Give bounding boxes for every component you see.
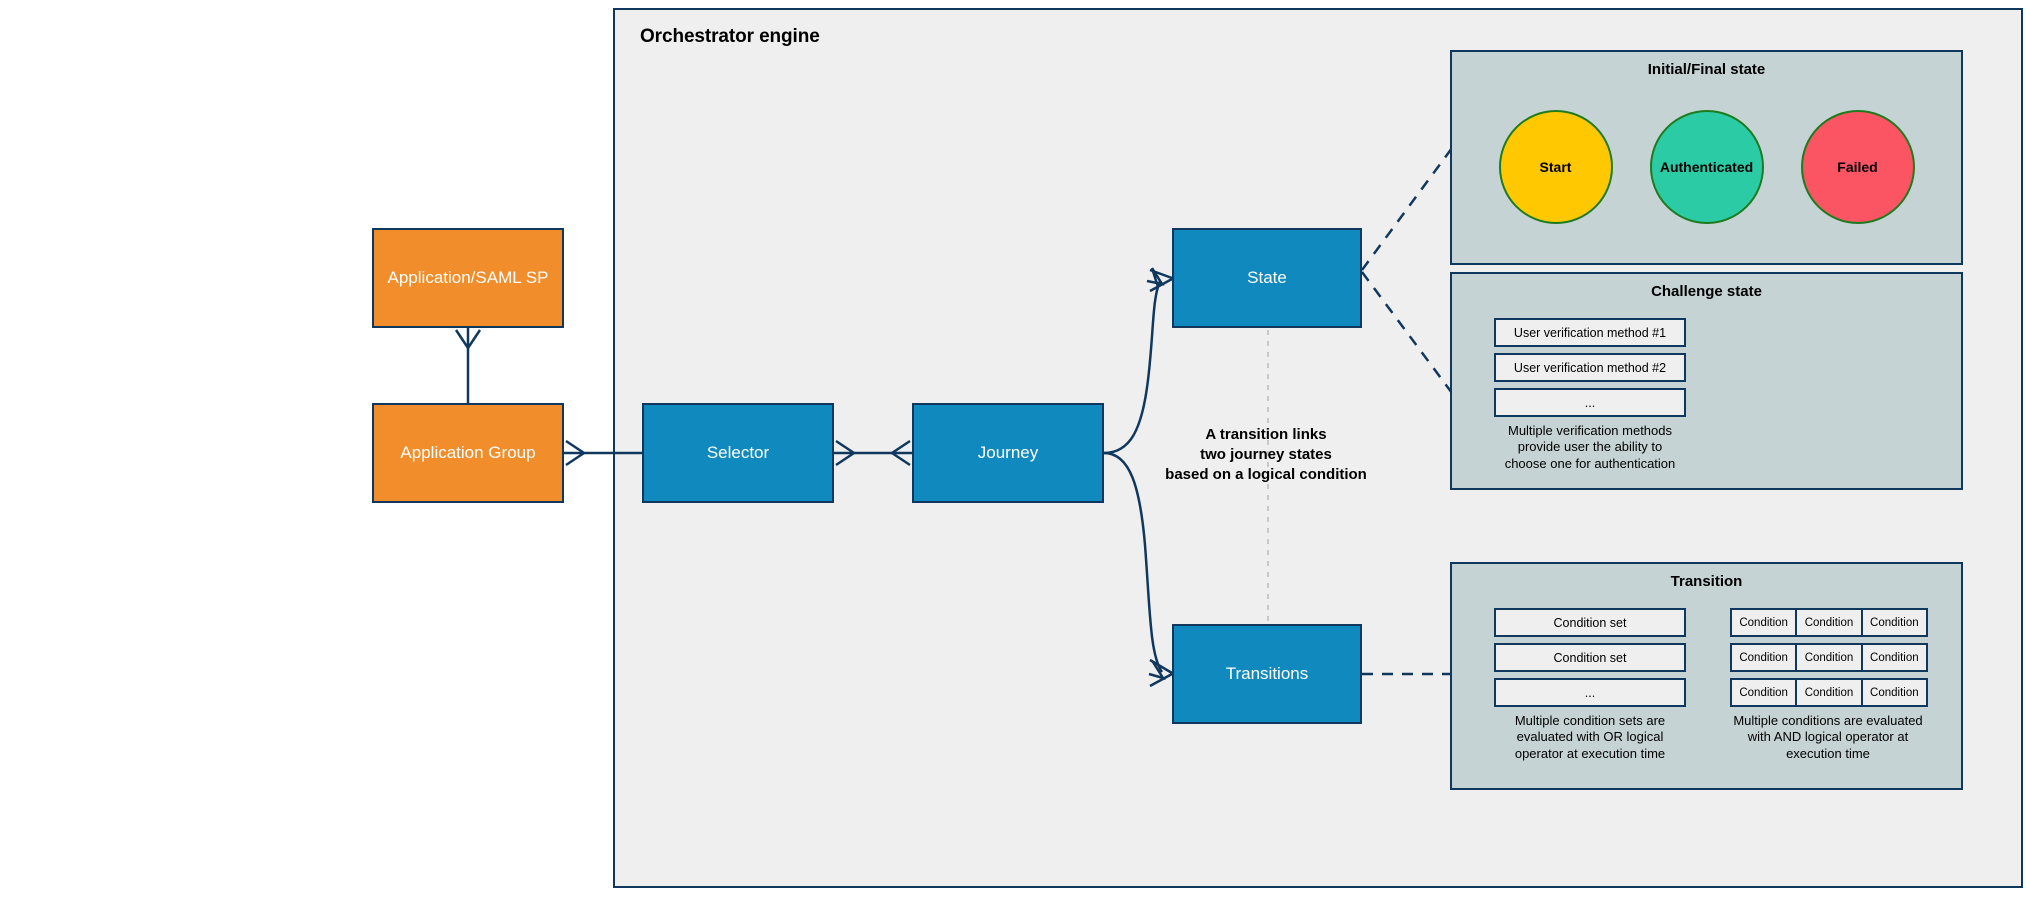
condition-grid: Condition Condition Condition Condition … (1730, 608, 1928, 762)
panel-challenge-state: Challenge state User verification method… (1450, 272, 1963, 490)
state-circle-failed[interactable]: Failed (1800, 110, 1915, 224)
entity-label: Transitions (1225, 664, 1309, 683)
caption-line-3: operator at execution time (1514, 745, 1666, 761)
condition-cell[interactable]: Condition (1860, 643, 1928, 672)
condition-set-item-ellipsis[interactable]: ... (1494, 678, 1686, 707)
condition-set-item[interactable]: Condition set (1494, 608, 1686, 637)
entity-journey[interactable]: Journey (912, 403, 1104, 503)
entity-application-group[interactable]: Application Group (372, 403, 564, 503)
transition-note-line-2: two journey states (1200, 445, 1332, 463)
caption-line-1: Multiple condition sets are (1514, 713, 1666, 728)
state-circle-label: Authenticated (1659, 159, 1754, 175)
condition-set-label: Condition set (1553, 650, 1627, 665)
condition-set-label: ... (1584, 685, 1596, 700)
transition-note-line-3: based on a logical condition (1165, 465, 1367, 483)
condition-cell[interactable]: Condition (1730, 608, 1798, 637)
condition-cell[interactable]: Condition (1730, 643, 1798, 672)
condition-cell[interactable]: Condition (1860, 678, 1928, 707)
verification-method-label: User verification method #1 (1513, 325, 1667, 340)
caption-line-3: choose one for authentication (1504, 455, 1676, 471)
condition-cell[interactable]: Condition (1795, 608, 1863, 637)
state-circle-label: Start (1539, 159, 1572, 175)
panel-title: Initial/Final state (1647, 61, 1766, 78)
transition-note: A transition links two journey states ba… (1136, 425, 1396, 485)
state-circle-start[interactable]: Start (1498, 110, 1613, 224)
entity-label: Application/SAML SP (387, 268, 549, 287)
caption-line-1: Multiple verification methods (1507, 423, 1673, 438)
panel-transition: Transition Condition set Condition set .… (1450, 562, 1963, 790)
entity-state[interactable]: State (1172, 228, 1362, 328)
transition-note-line-1: A transition links (1205, 426, 1327, 443)
condition-label: Condition (1739, 686, 1788, 699)
connector-appsaml-appgroup (454, 328, 482, 403)
caption-line-2: provide user the ability to (1517, 439, 1663, 455)
condition-label: Condition (1804, 686, 1854, 699)
condition-label: Condition (1870, 686, 1919, 699)
verification-method-item-ellipsis[interactable]: ... (1494, 388, 1686, 417)
verification-method-item[interactable]: User verification method #1 (1494, 318, 1686, 347)
entity-label: Selector (706, 443, 770, 462)
condition-label: Condition (1739, 616, 1788, 629)
condition-cell[interactable]: Condition (1730, 678, 1798, 707)
condition-set-item[interactable]: Condition set (1494, 643, 1686, 672)
verification-method-item[interactable]: User verification method #2 (1494, 353, 1686, 382)
condition-grid-row: Condition Condition Condition (1730, 643, 1928, 672)
condition-set-label: Condition set (1553, 615, 1627, 630)
entity-transitions[interactable]: Transitions (1172, 624, 1362, 724)
condition-set-stack: Condition set Condition set ... Multiple… (1494, 608, 1686, 762)
entity-selector[interactable]: Selector (642, 403, 834, 503)
condition-label: Condition (1739, 651, 1788, 664)
condition-set-caption: Multiple condition sets are evaluated wi… (1494, 713, 1686, 762)
caption-line-2: with AND logical operator at (1747, 729, 1909, 745)
panel-title: Transition (1670, 573, 1743, 590)
condition-label: Condition (1870, 651, 1919, 664)
condition-label: Condition (1870, 616, 1919, 629)
caption-line-1: Multiple conditions are evaluated (1733, 713, 1923, 728)
condition-label: Condition (1804, 616, 1854, 629)
orchestrator-engine-title: Orchestrator engine (640, 26, 820, 47)
caption-line-2: evaluated with OR logical (1516, 729, 1664, 745)
state-circle-label: Failed (1837, 159, 1878, 175)
entity-label: Application Group (400, 443, 536, 462)
verification-method-label: User verification method #2 (1513, 360, 1667, 375)
entity-application-saml-sp[interactable]: Application/SAML SP (372, 228, 564, 328)
condition-cell[interactable]: Condition (1795, 678, 1863, 707)
panel-title: Challenge state (1651, 283, 1762, 300)
state-circle-authenticated[interactable]: Authenticated (1649, 110, 1764, 224)
condition-cell[interactable]: Condition (1795, 643, 1863, 672)
verification-method-caption: Multiple verification methods provide us… (1494, 423, 1686, 472)
verification-method-label: ... (1584, 395, 1596, 410)
condition-label: Condition (1804, 651, 1854, 664)
panel-initial-final-state: Initial/Final state Start Authenticated … (1450, 50, 1963, 265)
entity-label: Journey (977, 443, 1039, 462)
condition-grid-row: Condition Condition Condition (1730, 608, 1928, 637)
condition-cell[interactable]: Condition (1860, 608, 1928, 637)
state-circle-row: Start Authenticated Failed (1452, 110, 1961, 224)
condition-grid-row: Condition Condition Condition (1730, 678, 1928, 707)
condition-grid-caption: Multiple conditions are evaluated with A… (1730, 713, 1926, 762)
caption-line-3: execution time (1786, 745, 1870, 761)
entity-label: State (1247, 268, 1287, 287)
verification-method-stack: User verification method #1 User verific… (1494, 318, 1686, 472)
